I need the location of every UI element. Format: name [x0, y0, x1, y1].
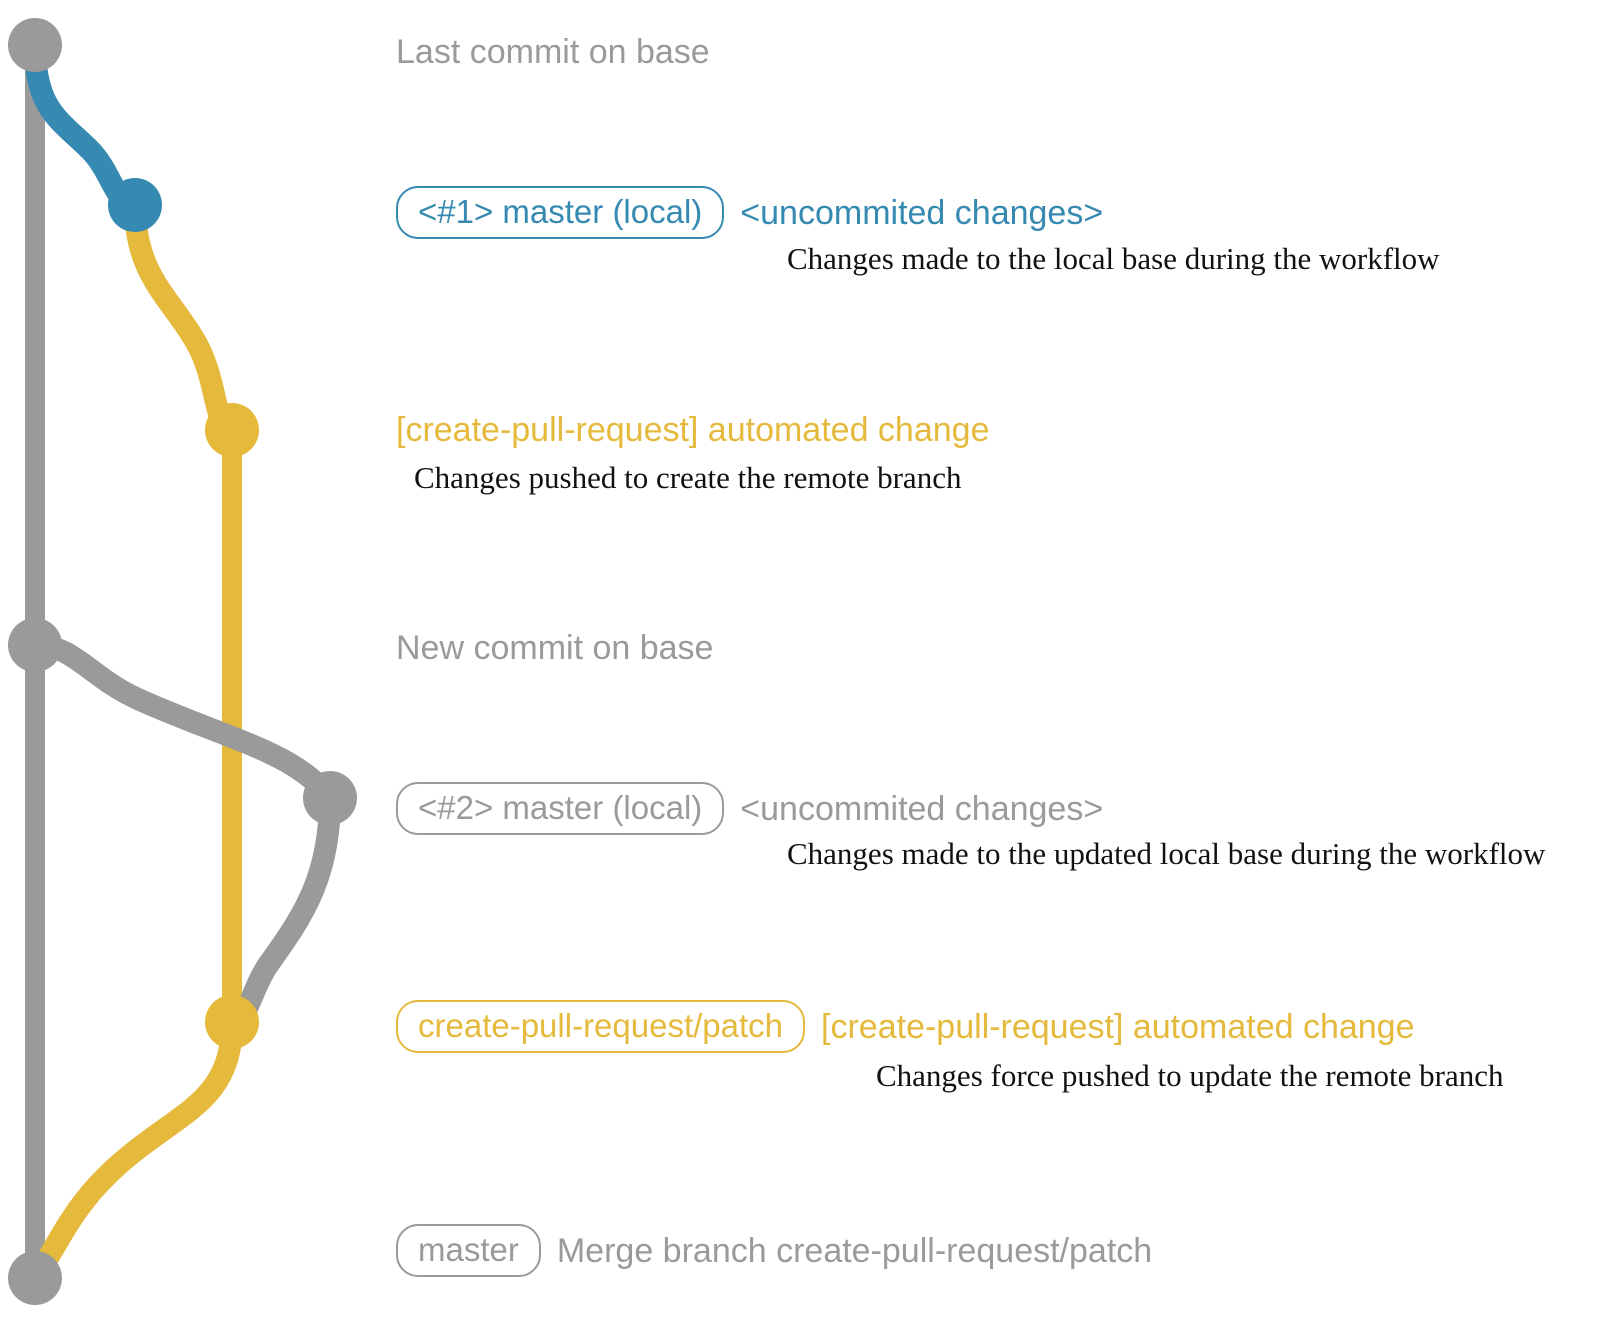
- commit-node-local-2[interactable]: [303, 771, 357, 825]
- row-label-line: master Merge branch create-pull-request/…: [396, 1224, 1152, 1277]
- row-last-commit-on-base: Last commit on base: [396, 35, 710, 69]
- branch-badge-create-pull-request-patch[interactable]: create-pull-request/patch: [396, 1000, 806, 1053]
- edge-local1-to-patch1: [124, 194, 243, 441]
- commit-message: <uncommited changes>: [740, 789, 1104, 828]
- branch-badge-master-local-1[interactable]: <#1> master (local): [396, 186, 725, 239]
- row-new-commit-on-base: New commit on base: [396, 631, 713, 665]
- row-automated-change-1: [create-pull-request] automated change: [396, 413, 989, 447]
- row-label-line: New commit on base: [396, 631, 713, 665]
- row-description: Changes made to the updated local base d…: [787, 836, 1546, 871]
- row-label-line: [create-pull-request] automated change: [396, 413, 989, 447]
- row-merge-master: master Merge branch create-pull-request/…: [396, 1224, 1152, 1277]
- commit-message: New commit on base: [396, 629, 714, 667]
- row-local-uncommitted-1: <#1> master (local) <uncommited changes>: [396, 186, 1103, 239]
- commit-message: [create-pull-request] automated change: [821, 1007, 1415, 1046]
- commit-node-patch-2[interactable]: [205, 995, 259, 1049]
- commit-message: Merge branch create-pull-request/patch: [556, 1231, 1153, 1270]
- row-label-line: <#1> master (local) <uncommited changes>: [396, 186, 1103, 239]
- branch-badge-master[interactable]: master: [396, 1224, 541, 1277]
- row-description: Changes force pushed to update the remot…: [876, 1058, 1504, 1093]
- commit-node-local-1[interactable]: [108, 178, 162, 232]
- row-description: Changes made to the local base during th…: [787, 241, 1440, 276]
- row-label-line: Last commit on base: [396, 35, 710, 69]
- commit-node-patch-1[interactable]: [205, 403, 259, 457]
- row-automated-change-2: create-pull-request/patch [create-pull-r…: [396, 1000, 1415, 1053]
- branch-badge-master-local-2[interactable]: <#2> master (local): [396, 782, 725, 835]
- commit-message: Last commit on base: [396, 33, 710, 71]
- row-description: Changes pushed to create the remote bran…: [414, 460, 962, 495]
- row-local-uncommitted-2: <#2> master (local) <uncommited changes>: [396, 782, 1103, 835]
- commit-message: <uncommited changes>: [740, 193, 1104, 232]
- commit-graph: [8, 18, 357, 1305]
- row-label-line: <#2> master (local) <uncommited changes>: [396, 782, 1103, 835]
- row-label-line: create-pull-request/patch [create-pull-r…: [396, 1000, 1415, 1053]
- edge-patch2-to-base3: [24, 1011, 243, 1289]
- commit-node-base-2[interactable]: [8, 618, 62, 672]
- commit-node-base-3[interactable]: [8, 1251, 62, 1305]
- edge-base2-to-local2: [24, 634, 341, 809]
- commit-node-base-1[interactable]: [8, 18, 62, 72]
- edge-local2-to-patch2: [221, 787, 341, 1033]
- edge-base-to-local1: [24, 34, 146, 216]
- commit-message: [create-pull-request] automated change: [396, 411, 990, 449]
